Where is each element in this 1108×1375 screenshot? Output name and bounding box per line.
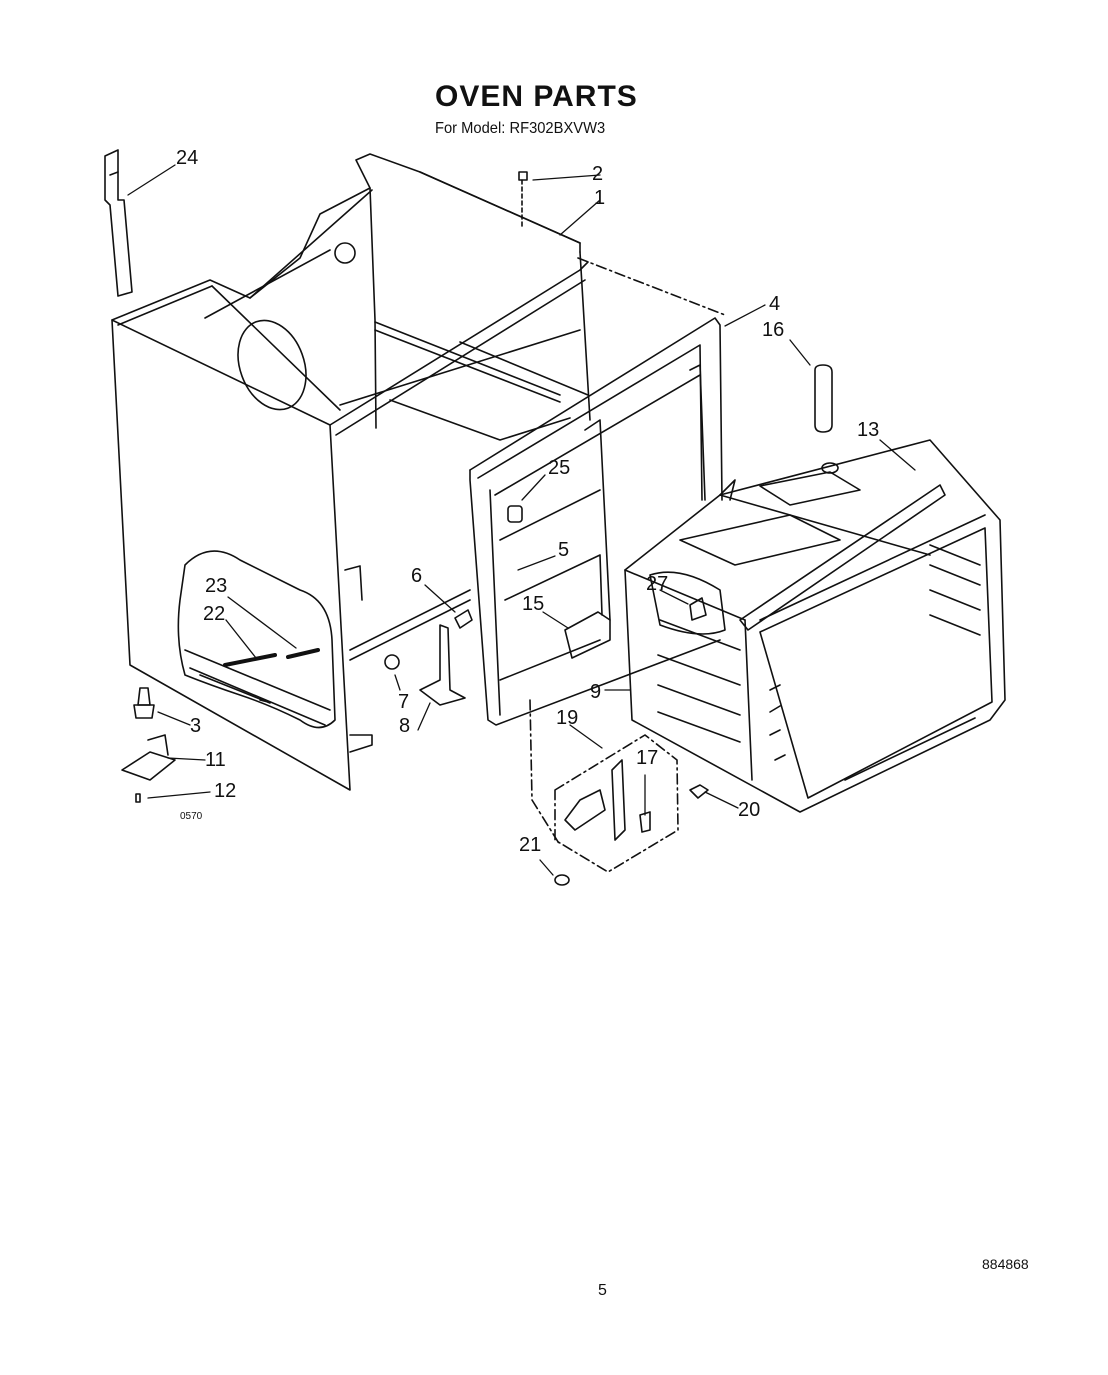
callout-22: 22 — [203, 603, 226, 625]
callout-6: 6 — [411, 565, 423, 587]
callout-15: 15 — [522, 593, 545, 615]
callout-16: 16 — [762, 319, 785, 341]
callout-23: 23 — [205, 575, 228, 597]
callout-24: 24 — [176, 147, 199, 169]
part-4-front-frame — [469, 257, 726, 846]
part-19-door-hinge-assembly — [554, 734, 679, 873]
callout-25: 25 — [548, 457, 571, 479]
callout-17: 17 — [636, 747, 659, 769]
callout-9: 9 — [590, 681, 602, 703]
callout-3: 3 — [190, 715, 202, 737]
callout-4: 4 — [769, 293, 781, 315]
callout-27: 27 — [646, 573, 669, 595]
part-24-trim-strip — [104, 149, 133, 297]
callout-8: 8 — [399, 715, 411, 737]
oven-chassis — [111, 153, 591, 791]
callout-12: 12 — [214, 780, 237, 802]
callout-13: 13 — [857, 419, 880, 441]
callout-19: 19 — [556, 707, 579, 729]
callout-7: 7 — [398, 691, 410, 713]
drawing-mark: 0570 — [180, 811, 203, 822]
callout-5: 5 — [558, 539, 570, 561]
document-number: 884868 — [982, 1256, 1029, 1272]
model-subtitle: For Model: RF302BXVW3 — [435, 120, 606, 137]
hinge-parts — [384, 609, 473, 706]
hardware-small-parts — [121, 171, 709, 886]
callout-21: 21 — [519, 834, 542, 856]
callout-1: 1 — [594, 187, 606, 209]
page-number: 5 — [598, 1282, 607, 1299]
callout-20: 20 — [738, 799, 761, 821]
diagram-title: OVEN PARTS — [435, 80, 638, 113]
callout-2: 2 — [592, 163, 604, 185]
part-9-oven-liner — [624, 364, 1006, 813]
leader-lines — [127, 164, 916, 876]
callout-11: 11 — [205, 749, 226, 771]
